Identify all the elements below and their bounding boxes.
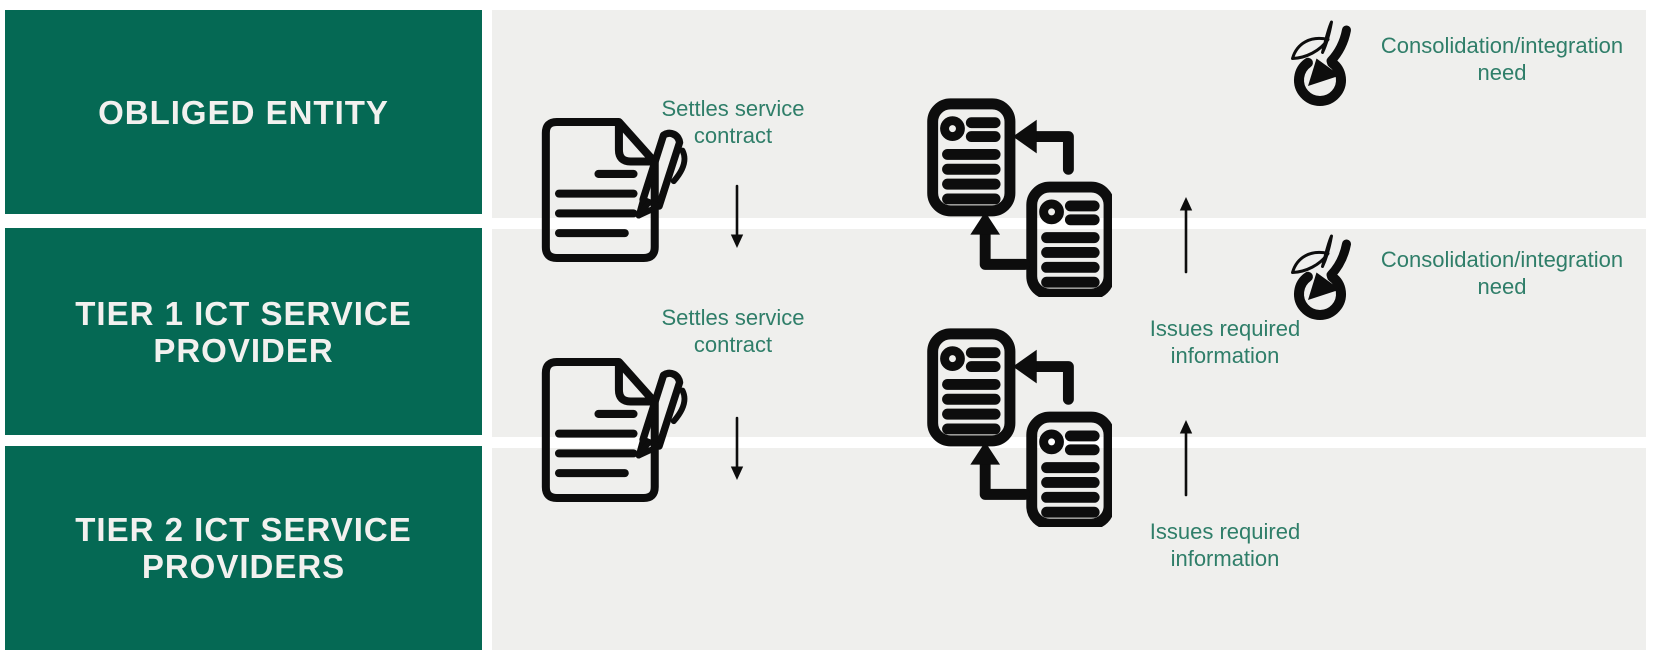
lane-label-tier1-provider: TIER 1 ICT SERVICE PROVIDER <box>75 294 412 369</box>
document-exchange-icon <box>898 97 1112 297</box>
contract-signing-icon <box>540 116 692 264</box>
consolidation-target-icon <box>1284 20 1356 106</box>
contract-signing-icon <box>540 356 692 504</box>
lane-label-tier2-providers: TIER 2 ICT SERVICE PROVIDERS <box>75 511 412 585</box>
lane-box-tier2-providers: TIER 2 ICT SERVICE PROVIDERS <box>5 446 482 650</box>
lane-label-obliged-entity: OBLIGED ENTITY <box>98 93 389 131</box>
note-consolidation-need-2: Consolidation/integration need <box>1380 247 1624 299</box>
lane-box-tier1-provider: TIER 1 ICT SERVICE PROVIDER <box>5 228 482 435</box>
note-settles-service-contract-2: Settles service contract <box>661 305 805 357</box>
note-consolidation-need-1: Consolidation/integration need <box>1380 33 1624 85</box>
lane-box-obliged-entity: OBLIGED ENTITY <box>5 10 482 214</box>
down-arrow-icon <box>727 184 747 250</box>
document-exchange-icon <box>898 327 1112 527</box>
up-arrow-icon <box>1176 196 1196 274</box>
down-arrow-icon <box>727 416 747 482</box>
note-issues-required-information-2: Issues required information <box>1149 519 1301 571</box>
note-issues-required-information-1: Issues required information <box>1149 316 1301 368</box>
note-settles-service-contract-1: Settles service contract <box>661 96 805 148</box>
consolidation-target-icon <box>1284 234 1356 320</box>
up-arrow-icon <box>1176 419 1196 497</box>
